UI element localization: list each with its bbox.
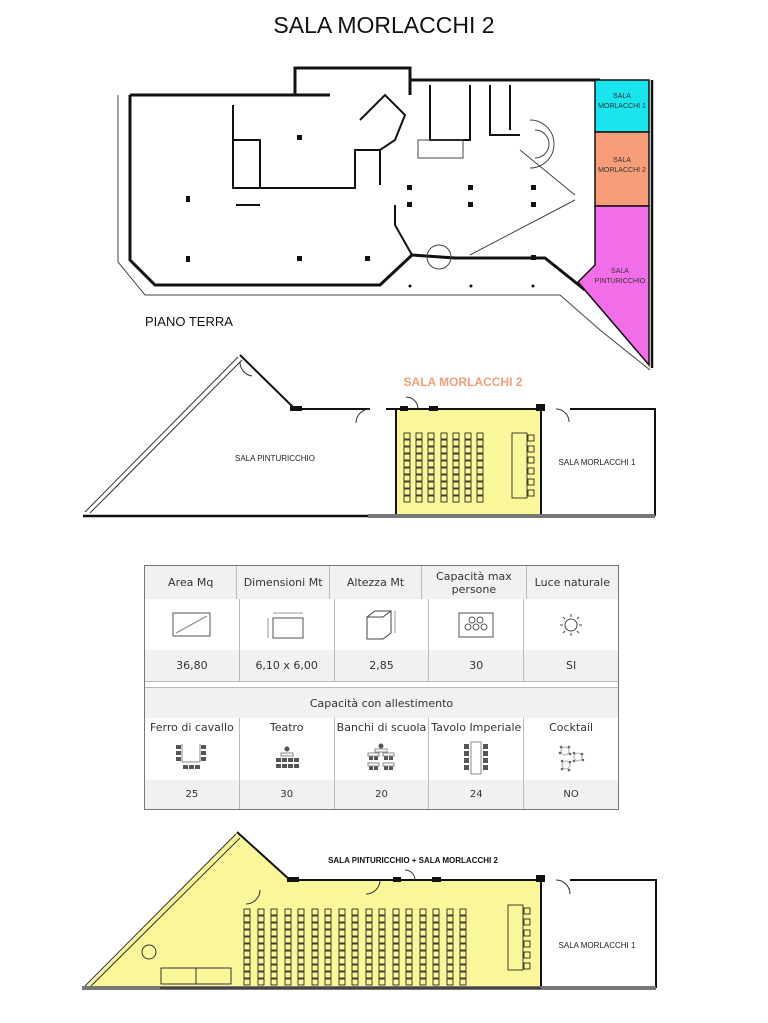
room-label: PINTURICCHIO xyxy=(595,278,646,285)
header-area: Area Mq xyxy=(145,566,238,599)
specs-icon-row xyxy=(145,599,618,651)
horseshoe-layout-icon xyxy=(145,736,240,780)
dimensions-icon xyxy=(240,599,335,650)
ground-floor-plan: SALA MORLACCHI 1 SALA MORLACCHI 2 SALA P… xyxy=(117,66,654,371)
value-area: 36,80 xyxy=(145,650,240,681)
theatre-layout-icon xyxy=(240,736,335,780)
header-max-capacity: Capacità max persone xyxy=(422,566,527,599)
room-label: SALA xyxy=(611,268,629,275)
setup-classroom: Banchi di scuola xyxy=(335,718,430,736)
room-label: MORLACCHI 1 xyxy=(598,103,646,110)
value-height: 2,85 xyxy=(335,650,430,681)
setup-title: Capacità con allestimento xyxy=(309,696,454,710)
value-natural-light: SI xyxy=(565,659,577,672)
value-theatre: 30 xyxy=(240,780,335,809)
room-plan-title: SALA MORLACCHI 2 xyxy=(404,375,523,389)
height-cube-icon xyxy=(335,599,430,650)
setup-values-row: 25 30 20 24 NO xyxy=(145,780,618,809)
combined-seating-grid xyxy=(243,904,531,986)
setup-horseshoe: Ferro di cavallo xyxy=(145,718,240,736)
combined-right-room-label: SALA MORLACCHI 1 xyxy=(559,941,636,950)
value-dimensions: 6,10 x 6,00 xyxy=(240,650,335,681)
cocktail-layout-icon xyxy=(524,736,618,780)
room-pinturicchio-highlight xyxy=(576,205,650,368)
right-room-label: SALA MORLACCHI 1 xyxy=(559,458,636,467)
imperial-table-icon xyxy=(429,736,525,780)
sun-icon xyxy=(524,599,618,650)
floor-label: PIANO TERRA xyxy=(145,314,233,329)
header-dimensions: Dimensioni Mt xyxy=(237,566,330,599)
page-title: SALA MORLACCHI 2 xyxy=(273,12,495,38)
room-label: SALA xyxy=(613,157,631,164)
value-horseshoe: 25 xyxy=(145,780,240,809)
area-icon xyxy=(145,599,240,650)
value-classroom: 20 xyxy=(335,780,430,809)
specs-values-row: 36,80 6,10 x 6,00 2,85 30 SI xyxy=(145,650,618,682)
value-cocktail: NO xyxy=(563,789,579,800)
setup-cocktail: Cocktail xyxy=(549,720,594,734)
seating-grid xyxy=(403,432,535,503)
room-morlacchi-1-highlight xyxy=(594,79,650,133)
specs-header-row: Area Mq Dimensioni Mt Altezza Mt Capacit… xyxy=(145,566,618,600)
setup-header-row: Ferro di cavallo Teatro Banchi di scuola… xyxy=(145,718,618,736)
setup-icon-row xyxy=(145,736,618,781)
setup-imperial: Tavolo Imperiale xyxy=(429,718,525,736)
setup-theatre: Teatro xyxy=(240,718,335,736)
classroom-layout-icon xyxy=(335,736,430,780)
room-label: MORLACCHI 2 xyxy=(598,167,646,174)
left-room-label: SALA PINTURICCHIO xyxy=(235,454,315,463)
room-label: SALA xyxy=(613,93,631,100)
combined-plan-title: SALA PINTURICCHIO + SALA MORLACCHI 2 xyxy=(328,856,498,865)
combined-room-plan: SALA PINTURICCHIO + SALA MORLACCHI 2 SAL… xyxy=(82,831,657,990)
header-natural-light: Luce naturale xyxy=(534,576,610,589)
value-imperial: 24 xyxy=(429,780,525,809)
setup-title-row: Capacità con allestimento xyxy=(145,688,618,719)
header-height: Altezza Mt xyxy=(330,566,423,599)
value-max-capacity: 30 xyxy=(429,650,525,681)
capacity-people-icon xyxy=(429,599,525,650)
room-plan-morlacchi-2: SALA MORLACCHI 2 SALA PINTURICCHIO SALA … xyxy=(83,354,656,518)
specs-table: Area Mq Dimensioni Mt Altezza Mt Capacit… xyxy=(144,565,619,810)
